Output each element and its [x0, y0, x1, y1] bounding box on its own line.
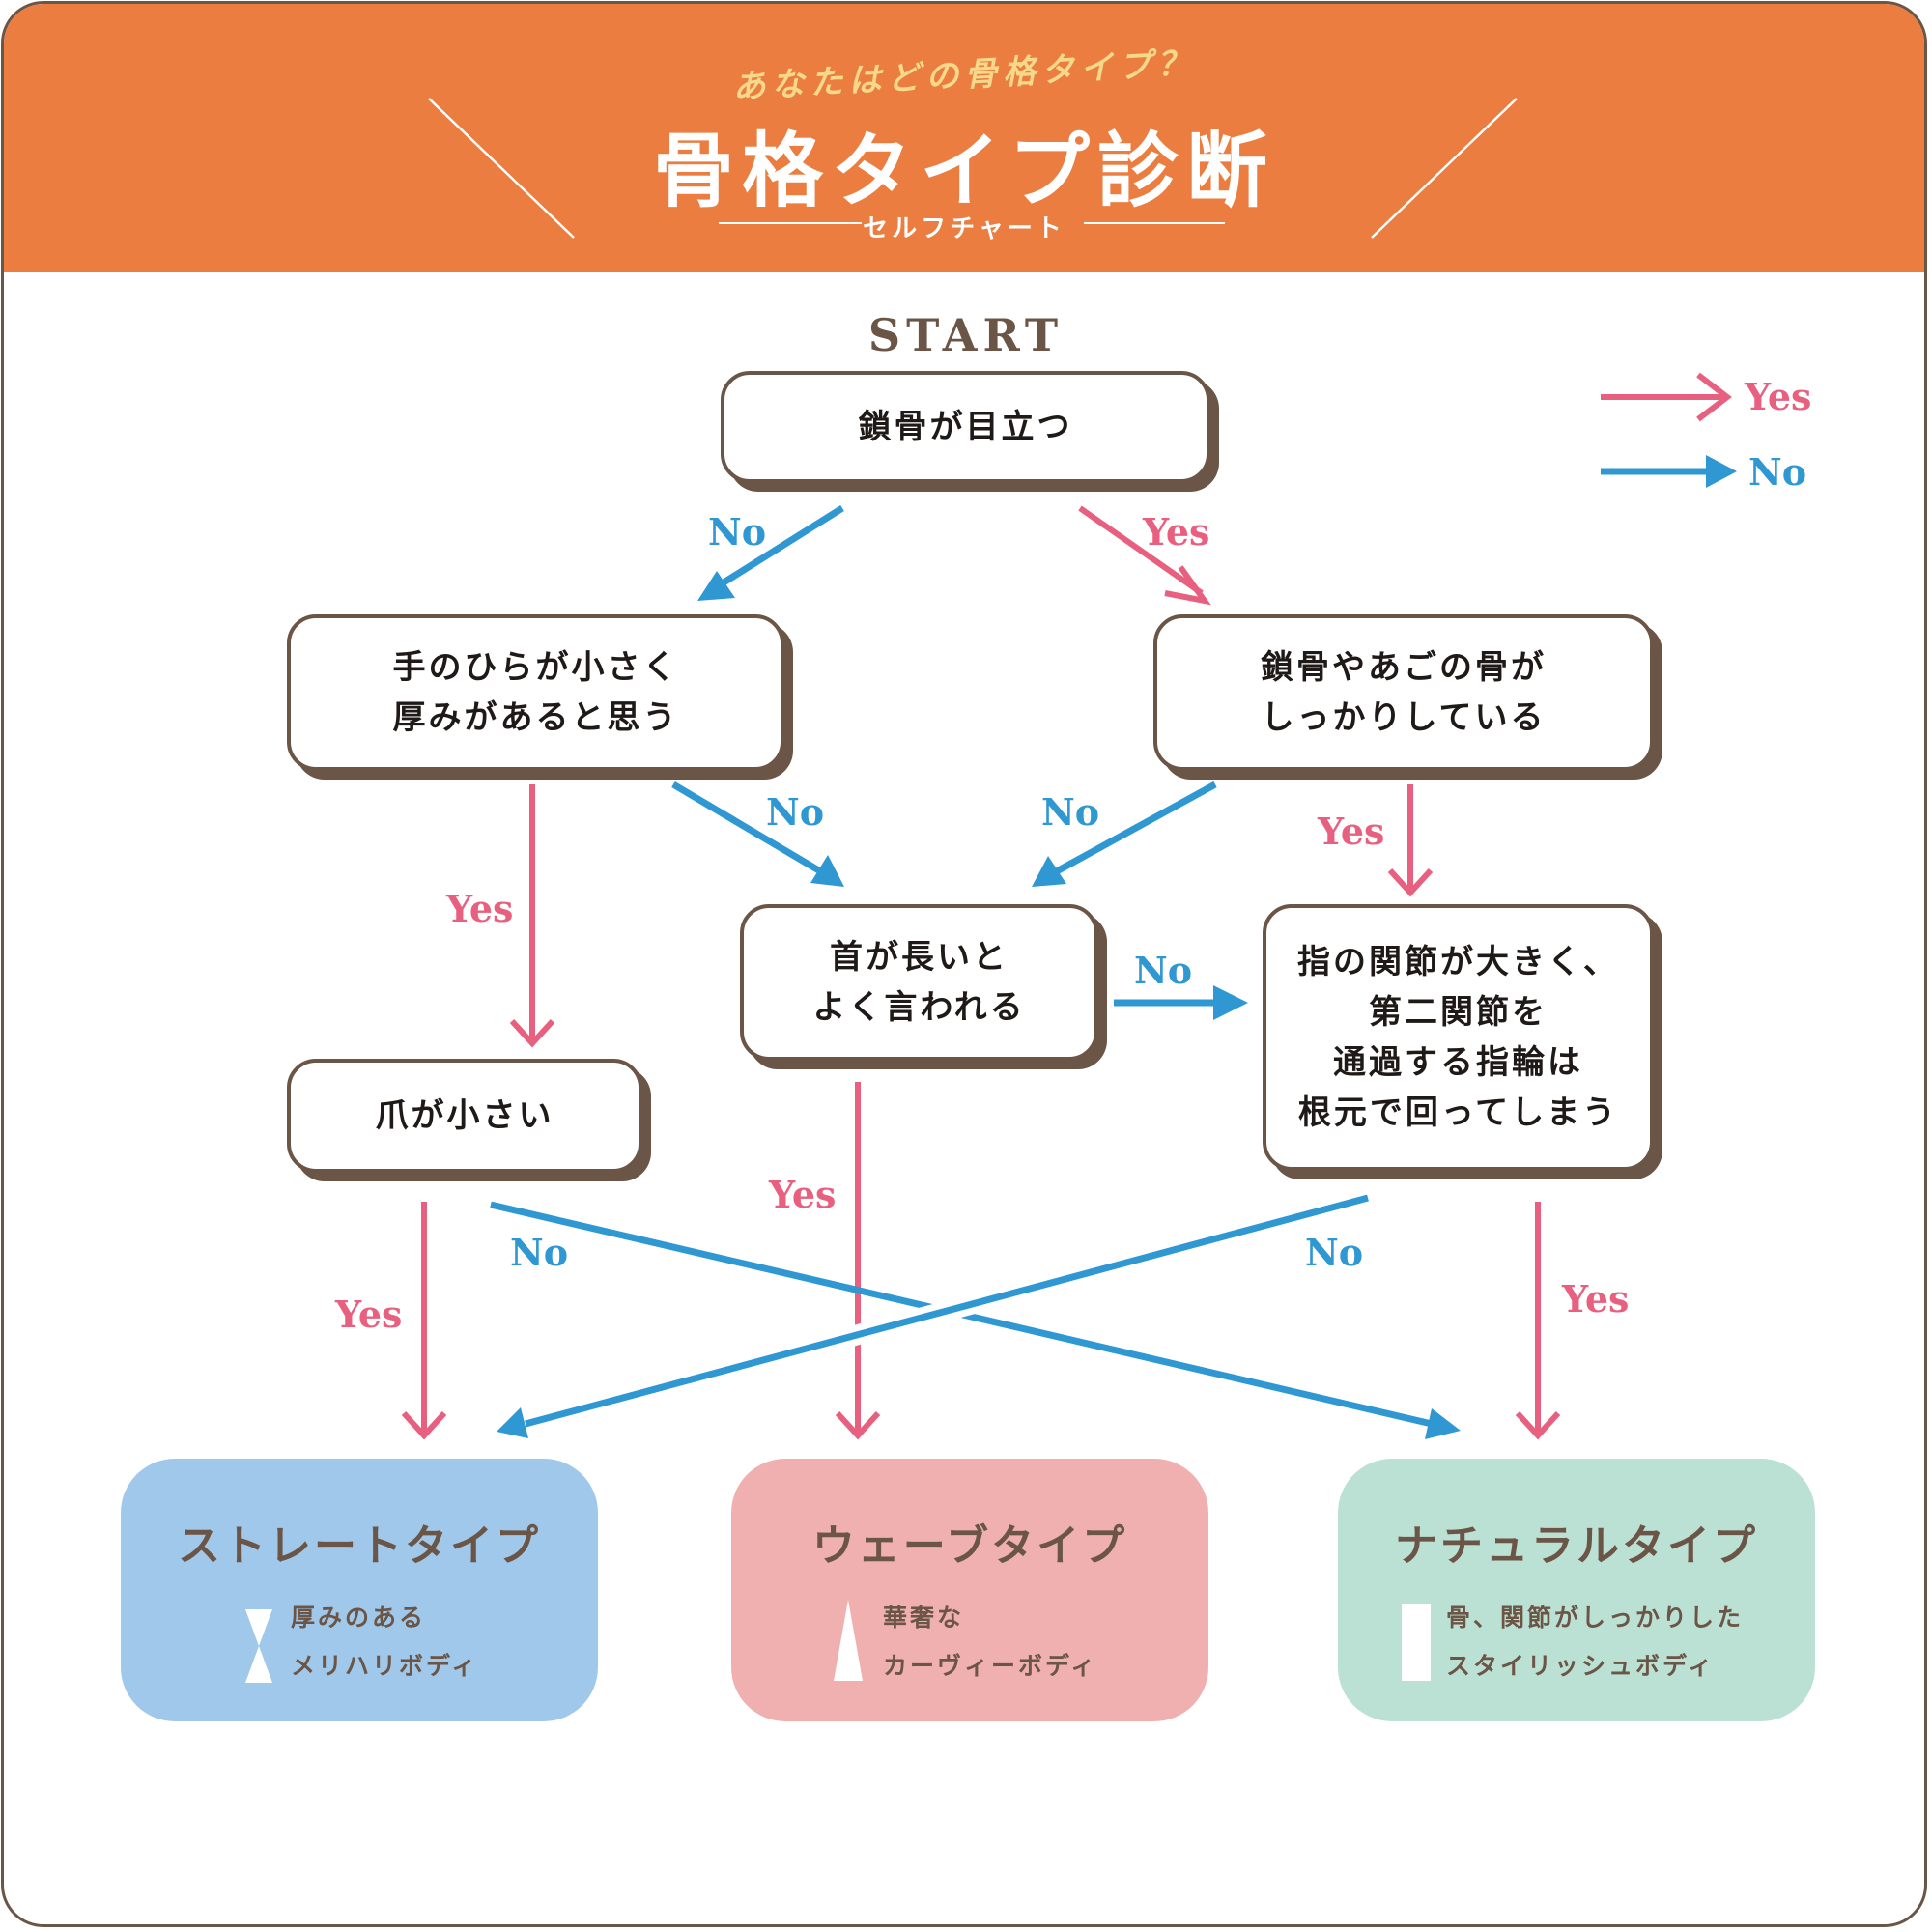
- triangle-icon: [834, 1600, 863, 1681]
- edge-label-q6-yes: Yes: [335, 1293, 403, 1336]
- edge-label-q2-yes: Yes: [446, 887, 514, 930]
- hourglass-icon: [245, 1609, 272, 1683]
- page-title: 骨格タイプ診断: [652, 124, 1275, 218]
- edge-label-q1-yes: Yes: [1143, 510, 1210, 554]
- edge-q2-yes: [509, 784, 555, 1048]
- result-description: 骨、関節がしっかりした スタイリッシュボディ: [1446, 1604, 1745, 1680]
- edge-q3-no: [1032, 781, 1217, 887]
- result-description: 華奢な カーヴィーボディ: [883, 1604, 1098, 1680]
- question-box-q1: 鎖骨が目立つ: [721, 371, 1210, 483]
- legend-yes-arrow: [1601, 372, 1732, 422]
- edge-label-q4-no: No: [1134, 949, 1193, 992]
- edge-label-q6-no: No: [510, 1231, 569, 1274]
- result-name: ストレートタイプ: [178, 1521, 541, 1571]
- question-box-q3: 鎖骨やあごの骨が しっかりしている: [1153, 614, 1654, 771]
- legend-no-arrow: [1601, 455, 1737, 488]
- question-box-q2: 手のひらが小さく 厚みがあると思う: [287, 614, 784, 771]
- edge-q5-yes: [1515, 1202, 1561, 1440]
- edge-label-q3-yes: Yes: [1318, 810, 1385, 853]
- result-natural: ナチュラルタイプ 骨、関節がしっかりした スタイリッシュボディ: [1338, 1459, 1815, 1721]
- edge-label-q1-no: No: [708, 510, 767, 554]
- question-box-q4: 首が長いと よく言われる: [740, 904, 1098, 1061]
- edge-label-q2-no: No: [766, 790, 825, 834]
- result-straight: ストレートタイプ 厚みのある メリハリボディ: [121, 1459, 598, 1721]
- result-name: ウェーブタイプ: [811, 1521, 1128, 1571]
- result-wave: ウェーブタイプ 華奢な カーヴィーボディ: [731, 1459, 1208, 1721]
- legend-yes-label: Yes: [1745, 375, 1812, 418]
- result-name: ナチュラルタイプ: [1395, 1521, 1758, 1571]
- edge-label-q5-yes: Yes: [1562, 1277, 1630, 1321]
- edge-q6-yes: [401, 1202, 447, 1440]
- edge-q4-no: [1114, 985, 1248, 1020]
- header-banner: あなたはどの骨格タイプ？ 骨格タイプ診断 セルフチャート: [4, 4, 1924, 272]
- edge-q3-yes: [1387, 784, 1434, 897]
- start-label: START: [867, 309, 1065, 361]
- edge-label-q4-yes: Yes: [769, 1173, 837, 1216]
- edge-q4-yes: [835, 1082, 881, 1440]
- edge-q2-no: [671, 781, 844, 887]
- header-tagline: セルフチャート: [863, 214, 1065, 243]
- rectangle-icon: [1402, 1604, 1431, 1681]
- edge-label-q3-no: No: [1041, 790, 1100, 834]
- header-decoration: [428, 98, 1518, 239]
- edge-label-q5-no: No: [1305, 1231, 1364, 1274]
- legend-no-label: No: [1748, 450, 1807, 494]
- edge-q5-no: [497, 1187, 1371, 1438]
- result-description: 厚みのある メリハリボディ: [291, 1604, 479, 1680]
- question-box-q5: 指の関節が大きく、 第二関節を 通過する指輪は 根元で回ってしまう: [1263, 904, 1654, 1171]
- question-box-q6: 爪が小さい: [287, 1059, 642, 1173]
- edge-q1-yes: [1078, 505, 1211, 606]
- edge-q1-no: [697, 505, 844, 601]
